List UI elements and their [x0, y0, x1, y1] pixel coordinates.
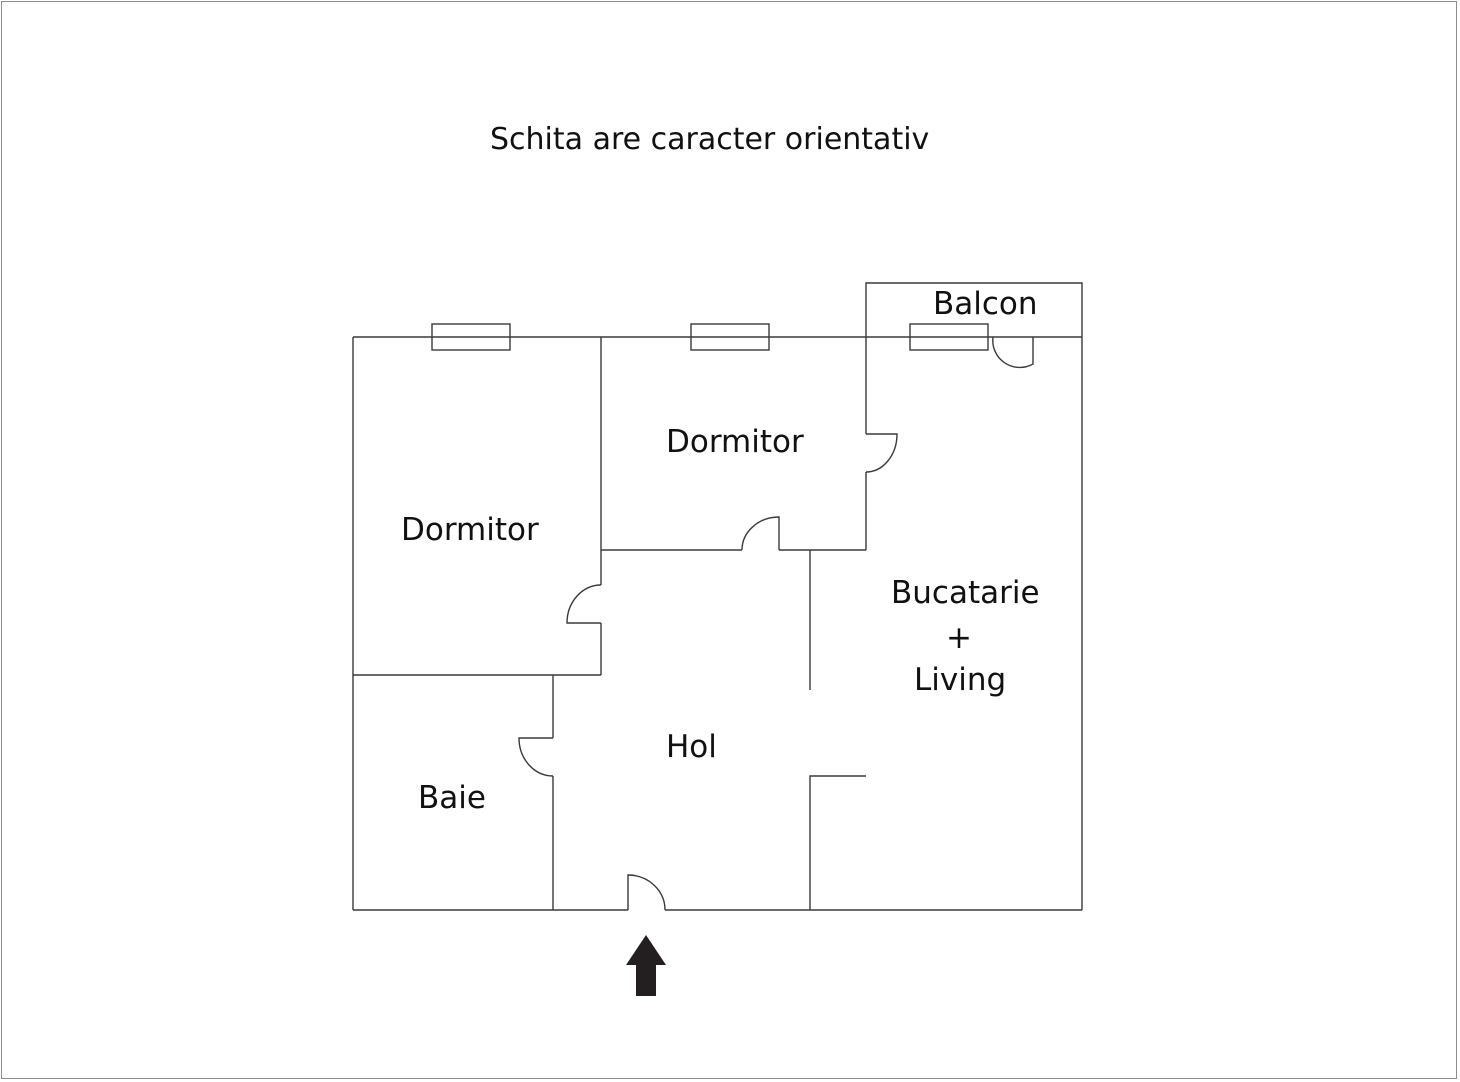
room-labels: Balcon Dormitor Dormitor Bucatarie + Liv… — [401, 286, 1040, 816]
door-dormitor-top-side — [865, 433, 898, 473]
door-dormitor-left — [566, 584, 602, 624]
arrow-up-icon — [626, 935, 666, 996]
door-balcon — [992, 336, 1034, 369]
door-entrance — [627, 874, 666, 911]
label-living: Living — [914, 662, 1006, 698]
label-plus: + — [946, 620, 972, 656]
doors — [518, 336, 1034, 911]
label-dormitor-left: Dormitor — [401, 512, 539, 548]
plan-title: Schita are caracter orientativ — [490, 122, 929, 157]
walls — [352, 282, 1083, 911]
window-dormitor-left — [431, 323, 511, 351]
windows — [431, 323, 989, 351]
window-living — [909, 323, 989, 351]
label-bucatarie: Bucatarie — [891, 575, 1040, 611]
label-dormitor-top: Dormitor — [666, 424, 804, 460]
door-baie — [518, 737, 554, 777]
door-dormitor-top — [741, 516, 780, 551]
window-dormitor-top — [690, 323, 770, 351]
label-balcon: Balcon — [933, 286, 1038, 322]
label-hol: Hol — [666, 729, 717, 765]
label-baie: Baie — [418, 780, 486, 816]
